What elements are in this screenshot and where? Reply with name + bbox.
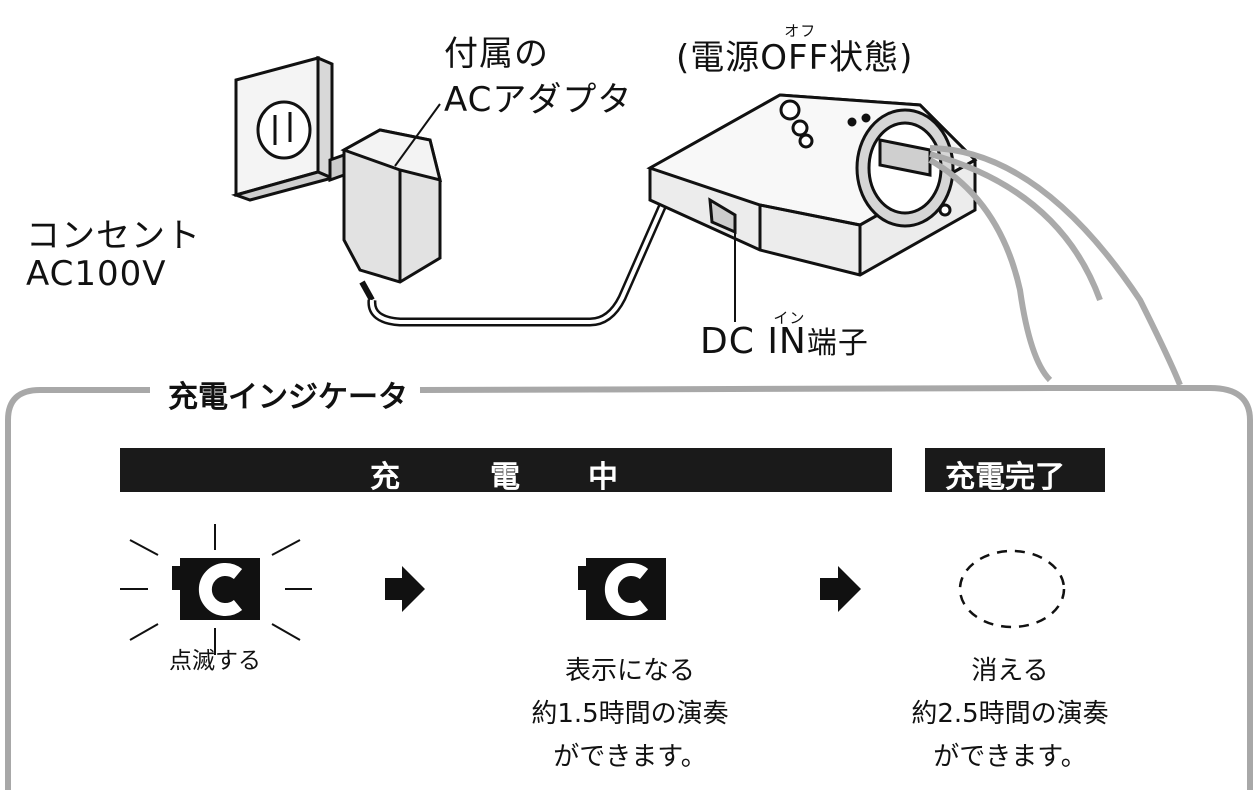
adapter-label-1: 付属の <box>444 34 549 74</box>
outlet-label-1: コンセント <box>26 216 201 256</box>
caption-blinking: 点滅する <box>169 648 261 674</box>
arrow-right-icon <box>385 566 425 612</box>
player-device <box>646 93 978 277</box>
power-state-ruby: オフ <box>784 22 817 40</box>
connector-bands <box>928 145 1183 387</box>
indicator-title: 充電インジケータ <box>160 372 416 416</box>
battery-icon-on <box>578 558 666 620</box>
arrow-right-icon <box>820 566 861 612</box>
battery-icon-blinking <box>172 558 260 620</box>
charging-bar-char-1: 充 <box>370 460 400 495</box>
charging-bar-char-2: 電 <box>490 460 520 495</box>
dc-in-ruby: イン <box>773 309 806 327</box>
charging-bar-char-3: 中 <box>588 460 618 495</box>
blink-rays <box>120 524 312 655</box>
complete-bar-label: 充電完了 <box>945 460 1065 495</box>
adapter-label-2: ACアダプタ <box>444 80 633 120</box>
indicator-frame <box>5 385 1253 790</box>
ac-adapter <box>328 103 443 302</box>
complete-bar: 充電完了 <box>925 448 1105 495</box>
caption-on: 表示になる 約1.5時間の演奏 ができます。 <box>531 656 729 772</box>
outlet-label-2: AC100V <box>26 254 167 294</box>
caption-off: 消える 約2.5時間の演奏 ができます。 <box>911 656 1109 772</box>
indicator-off-outline <box>958 549 1066 629</box>
charging-bar: 充 電 中 <box>120 448 892 495</box>
wall-outlet <box>231 55 337 202</box>
